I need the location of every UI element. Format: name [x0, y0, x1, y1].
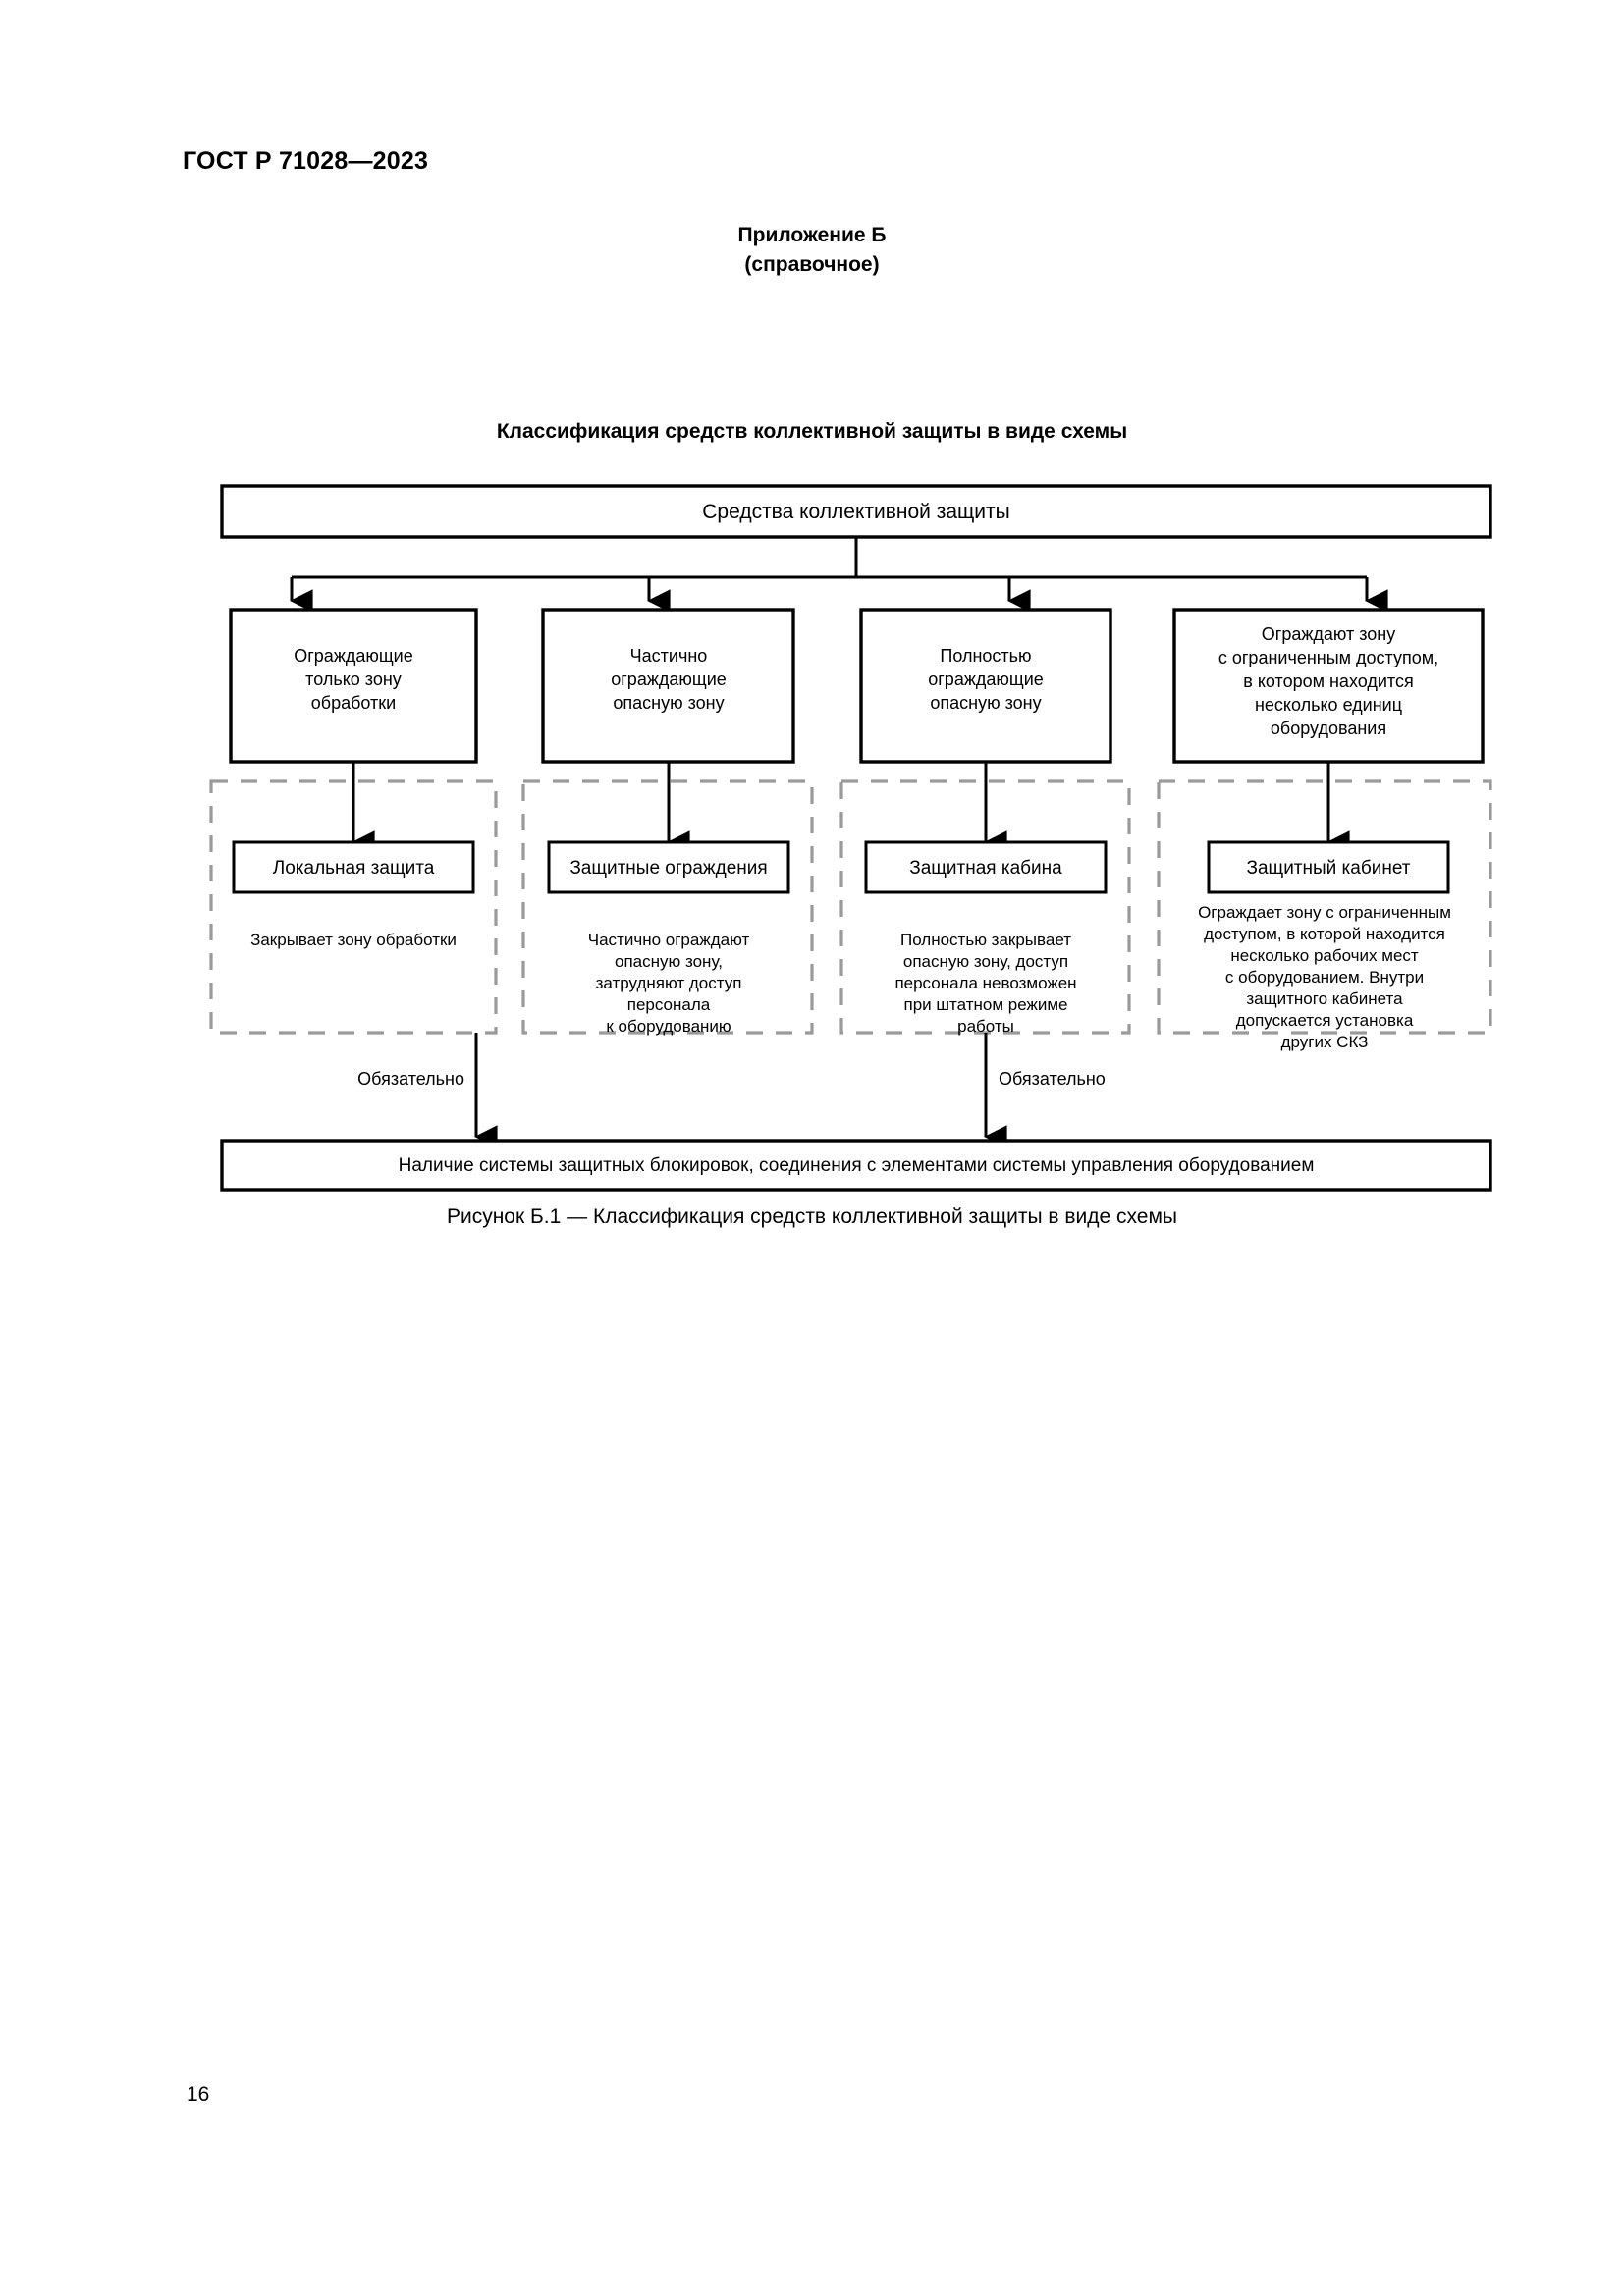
- category-node-1: Ограждающие только зону обработки: [229, 608, 478, 764]
- category-node-3: Полностью ограждающие опасную зону: [859, 608, 1112, 764]
- classification-diagram: Средства коллективной защиты Ограждающие…: [0, 475, 1624, 1201]
- device-node-3-label: Защитная кабина: [909, 858, 1062, 879]
- description-4-line-7: других СКЗ: [1281, 1033, 1369, 1051]
- description-4-line-3: несколько рабочих мест: [1230, 946, 1419, 965]
- footer-node-label: Наличие системы защитных блокировок, сое…: [399, 1155, 1315, 1176]
- device-node-4-label: Защитный кабинет: [1247, 858, 1411, 879]
- category-node-1-line-1: Ограждающие: [294, 646, 413, 666]
- category-node-4: Ограждают зону с ограниченным доступом, …: [1172, 608, 1485, 764]
- category-node-2: Частично ограждающие опасную зону: [541, 608, 795, 764]
- device-node-2-label: Защитные ограждения: [569, 858, 767, 879]
- group-container-4: [1157, 779, 1492, 1035]
- description-2-line-4: персонала: [627, 995, 711, 1014]
- figure-heading: Классификация средств коллективной защит…: [496, 420, 1128, 443]
- root-to-level2-connectors: [290, 537, 1388, 613]
- description-4: Ограждает зону с ограниченным доступом, …: [1198, 903, 1451, 1051]
- root-node-box: [220, 484, 1492, 539]
- mandatory-edge-1-label: Обязательно: [357, 1069, 464, 1089]
- description-3-line-5: работы: [957, 1017, 1014, 1036]
- appendix-title: Приложение Б: [737, 224, 887, 246]
- group-container-1: [209, 779, 498, 1035]
- description-4-line-4: с оборудованием. Внутри: [1225, 968, 1424, 987]
- device-node-2-box: [547, 840, 790, 894]
- description-1-line-1: Закрывает зону обработки: [250, 931, 457, 949]
- category-node-2-line-1: Частично: [630, 646, 708, 666]
- description-2-line-2: опасную зону,: [615, 952, 723, 971]
- footer-node: Наличие системы защитных блокировок, сое…: [220, 1139, 1492, 1192]
- category-node-4-box: [1172, 608, 1485, 764]
- mandatory-edge-3-label: Обязательно: [999, 1069, 1106, 1089]
- running-head: ГОСТ Р 71028—2023: [183, 147, 429, 175]
- description-2: Частично ограждают опасную зону, затрудн…: [588, 931, 750, 1036]
- description-2-line-5: к оборудованию: [606, 1017, 731, 1036]
- appendix-subtitle: (справочное): [744, 253, 880, 277]
- device-node-3: Защитная кабина: [864, 840, 1108, 894]
- category-node-2-line-2: ограждающие: [611, 669, 727, 689]
- category-node-3-box: [859, 608, 1112, 764]
- category-node-1-line-3: обработки: [311, 693, 396, 713]
- category-node-3-line-3: опасную зону: [930, 693, 1041, 713]
- device-node-1: Локальная защита: [232, 840, 475, 894]
- category-node-4-line-1: Ограждают зону: [1262, 624, 1396, 644]
- description-3-line-3: персонала невозможен: [894, 974, 1076, 992]
- description-2-line-3: затрудняют доступ: [596, 974, 742, 992]
- group-container-2: [521, 779, 814, 1035]
- category-node-1-line-2: только зону: [305, 669, 402, 689]
- category-node-4-line-5: оборудования: [1271, 719, 1386, 738]
- description-3-line-1: Полностью закрывает: [900, 931, 1071, 949]
- device-node-1-box: [232, 840, 475, 894]
- category-node-4-line-4: несколько единиц: [1255, 695, 1402, 715]
- diagram-svg: Средства коллективной защиты Ограждающие…: [209, 484, 1492, 1192]
- footer-node-box: [220, 1139, 1492, 1192]
- description-4-line-6: допускается установка: [1236, 1011, 1414, 1030]
- category-node-3-line-1: Полностью: [940, 646, 1031, 666]
- category-node-3-line-2: ограждающие: [928, 669, 1044, 689]
- description-4-line-1: Ограждает зону с ограниченным: [1198, 903, 1451, 922]
- category-node-2-line-3: опасную зону: [613, 693, 724, 713]
- device-node-2: Защитные ограждения: [547, 840, 790, 894]
- figure-caption: Рисунок Б.1 — Классификация средств колл…: [446, 1205, 1178, 1228]
- root-node: Средства коллективной защиты: [220, 484, 1492, 539]
- category-node-2-box: [541, 608, 795, 764]
- device-node-4-box: [1207, 840, 1450, 894]
- description-1: Закрывает зону обработки: [250, 931, 457, 949]
- category-node-4-line-2: с ограниченным доступом,: [1218, 648, 1438, 667]
- category-node-1-box: [229, 608, 478, 764]
- root-node-label: Средства коллективной защиты: [702, 501, 1010, 523]
- description-2-line-1: Частично ограждают: [588, 931, 750, 949]
- level2-to-level3-connectors: [352, 762, 1350, 854]
- device-node-3-box: [864, 840, 1108, 894]
- device-node-4: Защитный кабинет: [1207, 840, 1450, 894]
- page-number: 16: [187, 2083, 210, 2106]
- description-3-line-2: опасную зону, доступ: [903, 952, 1068, 971]
- appendix-heading: Приложение Б (справочное): [0, 221, 1624, 281]
- description-4-line-5: защитного кабинета: [1246, 989, 1403, 1008]
- device-node-1-label: Локальная защита: [273, 858, 435, 879]
- mandatory-edge-1: Обязательно: [357, 1033, 498, 1148]
- description-3: Полностью закрывает опасную зону, доступ…: [894, 931, 1076, 1036]
- mandatory-edge-3: Обязательно: [984, 1033, 1106, 1148]
- description-4-line-2: доступом, в которой находится: [1204, 925, 1445, 943]
- category-node-4-line-3: в котором находится: [1243, 671, 1413, 691]
- description-3-line-4: при штатном режиме: [904, 995, 1068, 1014]
